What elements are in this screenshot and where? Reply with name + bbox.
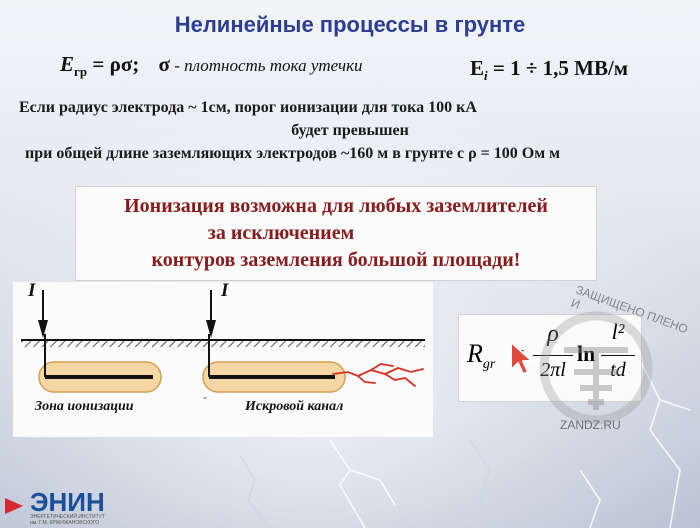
left-current-label: I xyxy=(28,280,36,301)
right-current-arrow-icon xyxy=(206,320,216,338)
logo-sub-1: ЭНЕРГЕТИЧЕСКИЙ ИНСТИТУТ xyxy=(30,514,105,520)
formula-e-gr-sub: гр xyxy=(74,64,88,80)
spark-channel-label: Искровой канал xyxy=(245,399,344,414)
formula-lnum: l² xyxy=(611,319,625,344)
watermark-seal-icon xyxy=(539,311,653,425)
text-line-3: при общей длине заземляющих электродов ~… xyxy=(25,145,560,162)
left-current-arrow-icon xyxy=(38,320,48,338)
text-line-2: будет превышен xyxy=(291,122,409,139)
formula-lden: td xyxy=(610,359,626,381)
formula-den: 2πl xyxy=(540,359,566,381)
logo-sub: ЭНЕРГЕТИЧЕСКИЙ ИНСТИТУТ им. Г.М. КРЖИЖАН… xyxy=(30,514,105,526)
resistance-formula: Rgr = ρ 2πl ln l² td xyxy=(458,314,642,402)
formula-e-i-lhs: E xyxy=(470,56,485,80)
formula-e-i-sub: i xyxy=(484,68,488,84)
formula-ln: ln xyxy=(577,341,596,366)
spark-channel xyxy=(332,363,424,387)
formula-r: R xyxy=(467,339,483,368)
cursor-pointer-icon xyxy=(510,341,533,375)
formula-e-gr: Eгр = ρσ; σ - плотность тока утечки xyxy=(60,52,363,80)
formula-fraction-bar-1 xyxy=(533,355,573,356)
formula-r-sub: gr xyxy=(482,357,496,373)
callout-line-1: Ионизация возможна для любых заземлителе… xyxy=(124,195,548,217)
enin-logo-icon xyxy=(5,498,23,514)
watermark-domain: ZANDZ.RU xyxy=(560,418,621,432)
electrode-diagram: I I Зона ионизации Искровой канал xyxy=(13,280,433,437)
formula-e-i: Ei = 1 ÷ 1,5 МВ/м xyxy=(470,56,628,84)
callout-box: Ионизация возможна для любых заземлителе… xyxy=(75,186,597,281)
logo-sub-2: им. Г.М. КРЖИЖАНОВСКОГО xyxy=(30,520,100,526)
formula-num: ρ xyxy=(547,321,559,347)
formula-e-gr-rhs: = ρσ; xyxy=(87,52,140,76)
callout-line-2: за исключением xyxy=(207,222,355,244)
callout-line-3: контуров заземления большой площади! xyxy=(151,249,521,271)
formula-sigma-desc: - плотность тока утечки xyxy=(169,56,363,75)
formula-e-i-rhs: = 1 ÷ 1,5 МВ/м xyxy=(487,56,629,80)
text-line-1: Если радиус электрода ~ 1см, порог иониз… xyxy=(19,99,477,116)
formula-e-gr-lhs: E xyxy=(60,52,75,76)
ground-hatch xyxy=(21,340,425,347)
ionization-zone-label: Зона ионизации xyxy=(35,399,134,414)
formula-fraction-bar-2 xyxy=(601,355,635,356)
right-current-label: I xyxy=(221,280,229,301)
logo-name: ЭНИН xyxy=(30,487,105,517)
formula-sigma: σ xyxy=(158,52,170,76)
electrode-diagram-svg xyxy=(21,290,425,399)
slide-title: Нелинейные процессы в грунте xyxy=(174,12,526,37)
